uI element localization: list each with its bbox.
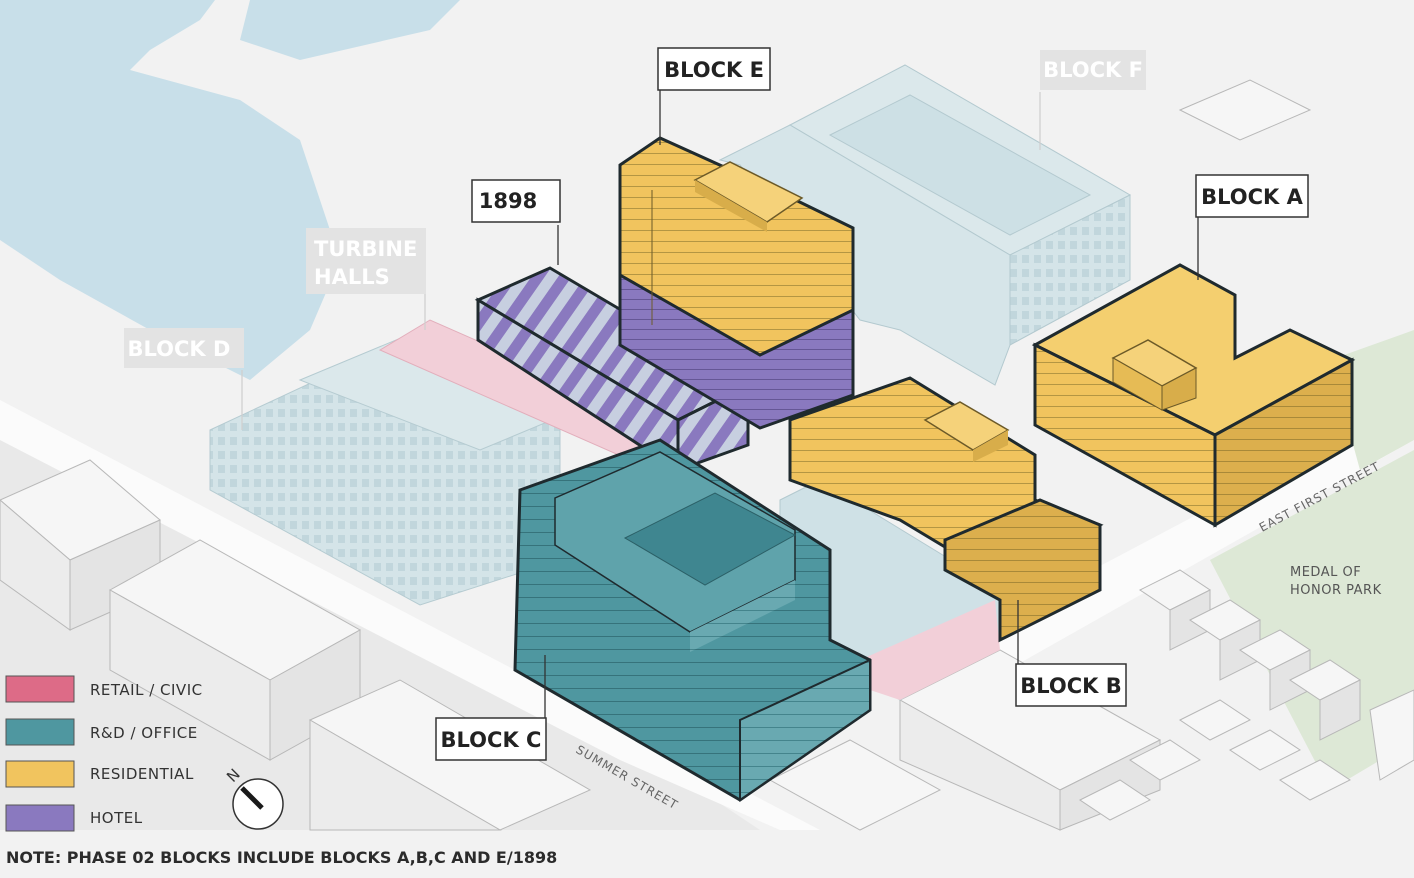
phase-note: NOTE: PHASE 02 BLOCKS INCLUDE BLOCKS A,B…: [6, 848, 558, 867]
svg-text:BLOCK C: BLOCK C: [441, 728, 542, 752]
block-d-massing: [209, 329, 602, 606]
legend-label-residential: RESIDENTIAL: [90, 765, 194, 783]
label-block-f: BLOCK F: [1040, 50, 1146, 90]
label-block-a: BLOCK A: [1195, 174, 1309, 218]
water-channel: [240, 0, 460, 60]
label-turbine-halls: TURBINE HALLS: [306, 228, 426, 294]
label-block-b: BLOCK B: [1015, 663, 1127, 707]
legend-label-office: R&D / OFFICE: [90, 724, 198, 742]
park-label-line1: MEDAL OF: [1290, 565, 1361, 580]
svg-text:TURBINE: TURBINE: [314, 237, 417, 261]
legend-item-residential: RESIDENTIAL: [5, 760, 194, 788]
label-block-e: BLOCK E: [657, 47, 771, 91]
legend-label-retail: RETAIL / CIVIC: [90, 681, 203, 699]
block-b-massing: [788, 376, 1104, 643]
legend-swatch-residential: [5, 760, 75, 788]
svg-text:HALLS: HALLS: [314, 265, 390, 289]
legend-swatch-hotel: [5, 804, 75, 832]
label-block-d: BLOCK D: [124, 328, 244, 368]
leader-lines: [544, 90, 1199, 722]
medal-of-honor-park: [1210, 450, 1414, 790]
svg-text:1898: 1898: [479, 189, 537, 213]
label-1898: 1898: [471, 179, 561, 223]
block-c-massing: [513, 438, 872, 802]
park-label-line2: HONOR PARK: [1290, 583, 1382, 598]
context-buildings: [0, 79, 1414, 831]
svg-text:BLOCK D: BLOCK D: [128, 337, 231, 361]
water-body: [0, 0, 340, 380]
block-e-massing: [618, 136, 855, 430]
svg-text:BLOCK F: BLOCK F: [1043, 58, 1143, 82]
svg-text:BLOCK B: BLOCK B: [1020, 674, 1122, 698]
label-block-c: BLOCK C: [435, 717, 547, 761]
legend-item-hotel: HOTEL: [5, 804, 143, 832]
legend-swatch-retail: [5, 675, 75, 703]
legend: RETAIL / CIVIC R&D / OFFICE RESIDENTIAL …: [5, 675, 203, 832]
svg-text:BLOCK A: BLOCK A: [1201, 185, 1303, 209]
legend-item-retail: RETAIL / CIVIC: [5, 675, 203, 703]
svg-text:BLOCK E: BLOCK E: [664, 58, 764, 82]
legend-label-hotel: HOTEL: [90, 809, 143, 827]
legend-swatch-office: [5, 718, 75, 746]
block-f-massing: [718, 64, 1132, 386]
legend-item-office: R&D / OFFICE: [5, 718, 198, 746]
ghost-leader-lines: [241, 92, 1041, 430]
block-a-massing: [1031, 263, 1356, 528]
